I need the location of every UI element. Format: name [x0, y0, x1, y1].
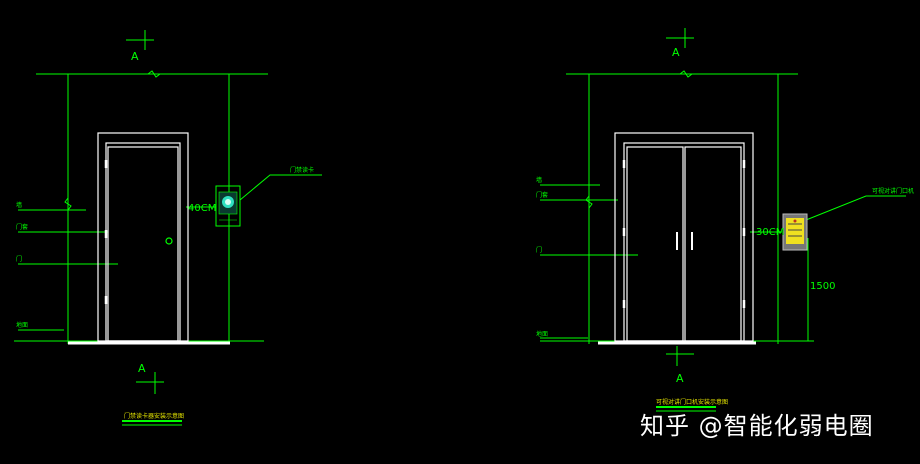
left-card-reader-device [215, 185, 241, 227]
left-section-label-bottom: A [138, 362, 146, 375]
right-title: 可视对讲门口机安装示意图 [656, 398, 728, 406]
right-door-leaf-left [626, 146, 684, 342]
right-section-label-bottom: A [676, 372, 684, 385]
left-section-marker-bottom [136, 372, 164, 394]
left-door [68, 132, 230, 345]
left-door-knob [165, 237, 173, 245]
left-label-wall: 墙 [16, 201, 22, 209]
left-label-frame: 门套 [16, 223, 28, 231]
left-section-label-top: A [131, 50, 139, 63]
right-section-marker-top [666, 28, 694, 48]
right-device-leader [805, 195, 906, 221]
right-label-frame: 门套 [536, 191, 548, 199]
right-label-floor: 地面 [536, 330, 548, 338]
left-dim-label: 40CM [188, 203, 216, 214]
right-section-marker-bottom [666, 346, 694, 366]
left-door-leaf [107, 146, 179, 342]
right-section-label-top: A [672, 46, 680, 59]
right-break-mark [679, 70, 693, 78]
right-intercom-device [782, 213, 808, 251]
right-label-door: 门 [536, 246, 542, 254]
right-height-label: 1500 [810, 281, 835, 292]
left-device-leader [239, 174, 322, 201]
left-device-callout: 门禁读卡 [290, 166, 314, 174]
left-section-marker-top [126, 30, 154, 50]
right-label-wall: 墙 [536, 176, 542, 184]
watermark: 知乎 @智能化弱电圈 [640, 412, 874, 440]
right-dim-label: 30CM [756, 227, 784, 238]
left-wall-break [64, 197, 72, 211]
right-door-frame-inner [623, 142, 745, 342]
right-wall-break [585, 195, 593, 209]
left-label-floor: 地面 [16, 321, 28, 329]
right-device-callout: 可视对讲门口机 [872, 187, 914, 195]
left-title: 门禁读卡器安装示意图 [124, 412, 184, 420]
left-label-door: 门 [16, 255, 22, 263]
left-break-mark [147, 70, 161, 78]
right-door-leaf-right [684, 146, 742, 342]
right-door [598, 132, 756, 345]
